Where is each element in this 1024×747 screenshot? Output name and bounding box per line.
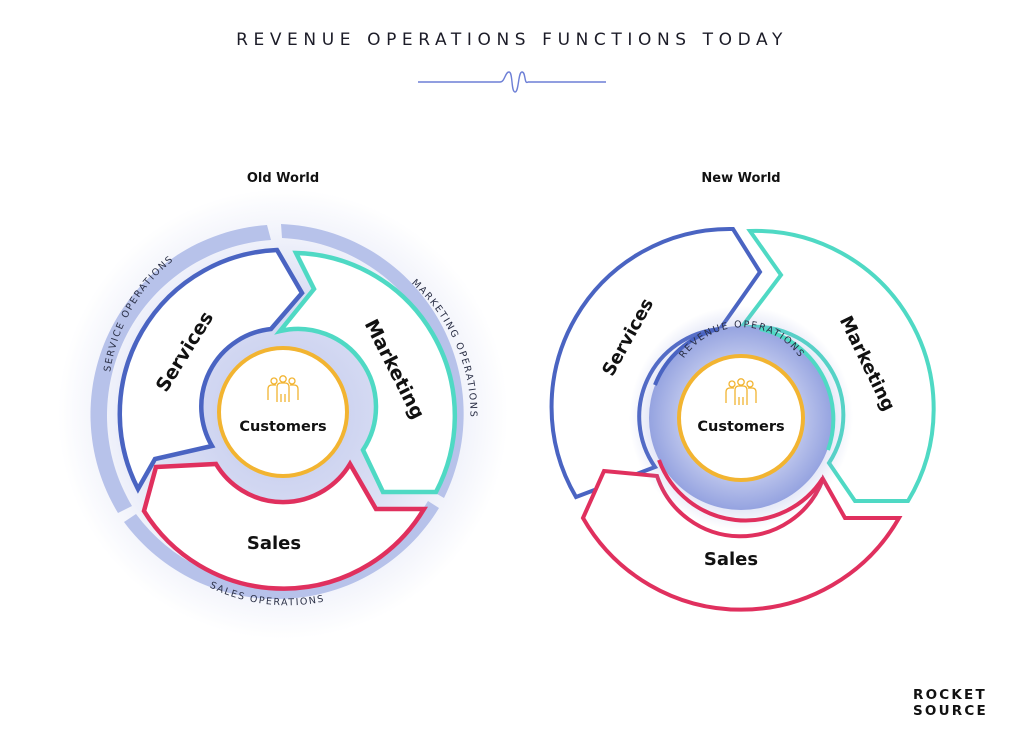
new-sales-label: Sales — [704, 549, 758, 570]
sales-operations-ring — [124, 501, 439, 600]
new-customers-label: Customers — [697, 419, 784, 435]
old-sales-label: Sales — [247, 533, 301, 554]
old-sales-segment — [141, 459, 428, 591]
hub-services-edge — [653, 327, 719, 386]
old-customers-label: Customers — [239, 419, 326, 435]
page-title: REVENUE OPERATIONS FUNCTIONS TODAY — [236, 30, 788, 50]
hub-marketing-edge — [759, 327, 836, 451]
logo-line-1: ROCKET — [913, 687, 987, 703]
old-services-segment — [117, 247, 305, 494]
rocketsource-logo: ROCKET SOURCE — [913, 687, 988, 719]
service-operations-ring — [90, 225, 271, 513]
new-customers-circle — [677, 354, 805, 482]
people-group-icon — [267, 375, 299, 402]
waveform-icon — [418, 71, 606, 93]
old-world-title: Old World — [247, 171, 319, 186]
marketing-operations-ring — [281, 224, 464, 498]
logo-line-2: SOURCE — [913, 703, 988, 719]
new-sales-segment — [580, 468, 903, 612]
old-customers-circle — [217, 346, 349, 478]
hub-sales-edge — [657, 459, 825, 523]
old-world-ops-ring — [90, 224, 464, 600]
new-world-title: New World — [701, 171, 780, 186]
old-marketing-segment — [274, 250, 458, 495]
people-group-icon — [725, 378, 757, 405]
